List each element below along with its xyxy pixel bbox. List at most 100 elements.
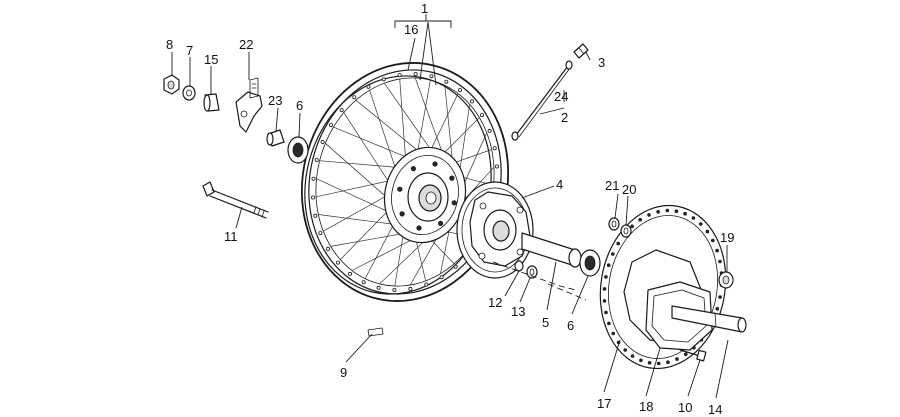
spoke: [325, 143, 392, 203]
cable-fitting: [573, 43, 589, 59]
speedometer-cable: [511, 60, 573, 141]
spoke: [343, 112, 393, 189]
spoke-nipple: [328, 123, 333, 128]
callout-14: 14: [708, 402, 722, 417]
assembly-lines: [492, 261, 587, 301]
spoke-nipple: [361, 280, 366, 285]
callout-19: 19: [720, 230, 734, 245]
callout-9: 9: [340, 365, 347, 380]
washer-21: [608, 217, 620, 231]
spoke-nipple: [314, 157, 319, 162]
callout-18: 18: [639, 399, 653, 414]
washer-20: [620, 224, 632, 238]
spoke: [316, 179, 396, 198]
axle-bolt: [202, 181, 269, 219]
axle-nut: [718, 271, 734, 289]
hub-hole: [451, 200, 457, 206]
spoke: [414, 77, 447, 162]
callout-2: 2: [561, 110, 568, 125]
hub-hole: [432, 161, 438, 167]
spoke-nipple: [492, 146, 497, 151]
spoke: [394, 228, 405, 287]
callout-bracket: [394, 14, 452, 86]
spoke-nipple: [366, 84, 371, 89]
callout-11: 11: [224, 229, 238, 244]
disc-hole: [604, 310, 608, 315]
spoke-nipple: [376, 285, 381, 290]
disc-hole: [698, 222, 703, 226]
spoke-nipple: [347, 271, 352, 276]
spoke: [330, 231, 411, 247]
spoke: [439, 117, 480, 159]
spoke-nipple: [318, 231, 323, 236]
disc-hole: [683, 352, 688, 357]
wheel-spacer: [521, 232, 582, 268]
spoke-nipple: [325, 246, 330, 251]
spoke-nipple: [429, 74, 434, 79]
callout-22: 22: [239, 37, 253, 52]
spoked-wheel-assembly: [300, 62, 510, 302]
callout-17: 17: [597, 396, 611, 411]
wheel-bearing-upper: [287, 136, 309, 164]
spoke: [364, 218, 397, 279]
callout-20: 20: [622, 182, 636, 197]
disc-hole: [630, 224, 634, 229]
spacer-23: [266, 129, 285, 147]
disc-hole: [705, 229, 710, 234]
callout-10: 10: [678, 400, 692, 415]
callout-1: 1: [421, 1, 428, 16]
spoke: [340, 206, 393, 260]
disc-hole: [710, 238, 715, 243]
spoke-nipple: [439, 275, 444, 280]
callout-labels: 1 2 3 4 5 6 6 7 8 9 10 11 12 13 14 15 16…: [166, 1, 734, 417]
hub-hole: [410, 166, 416, 172]
disc-hole: [607, 321, 611, 326]
spoke: [427, 93, 459, 156]
hub-hole: [449, 175, 455, 181]
disc-hole: [647, 213, 651, 217]
disc-hole: [602, 299, 607, 303]
callout-5: 5: [542, 315, 549, 330]
balance-weight: [367, 327, 384, 337]
spacer-15: [203, 93, 220, 112]
callout-12: 12: [488, 295, 502, 310]
disc-hole: [715, 248, 719, 253]
spoke: [333, 126, 413, 161]
spoke: [323, 192, 393, 232]
rear-sprocket-carrier: [456, 181, 534, 279]
disc-hole: [656, 210, 660, 214]
disc-hole: [674, 209, 679, 214]
spoke: [399, 78, 407, 165]
spoke-nipple: [335, 260, 340, 265]
spoke-nipple: [457, 88, 462, 93]
spoke-nipple: [424, 282, 429, 287]
spoke-nipple: [408, 286, 413, 291]
spoke-nipple: [313, 213, 318, 218]
spoke-nipple: [413, 72, 418, 77]
brake-disc-holes: [602, 208, 724, 366]
hub-hole: [416, 225, 422, 231]
callout-21: 21: [605, 178, 619, 193]
spoke-nipple: [479, 113, 484, 118]
disc-hole: [718, 295, 722, 299]
hub-flange-holes: [397, 161, 457, 231]
disc-hole: [656, 361, 661, 366]
callout-3: 3: [598, 55, 605, 70]
disc-hole: [683, 211, 687, 216]
disc-hole: [630, 354, 635, 358]
spoke-nipple: [320, 139, 325, 144]
hub-hole: [397, 186, 403, 192]
spoke: [369, 90, 399, 176]
disc-hole: [691, 216, 696, 220]
speedometer-drive: [235, 77, 263, 133]
spoke: [316, 178, 395, 216]
spoke-nipple: [494, 164, 499, 169]
disc-hole: [718, 259, 722, 264]
spoke: [355, 99, 425, 156]
spoke-nipple: [487, 128, 492, 133]
disc-hole: [610, 252, 615, 256]
disc-hole: [611, 331, 615, 336]
callout-4: 4: [556, 177, 563, 192]
spoke-nipple: [310, 195, 315, 200]
